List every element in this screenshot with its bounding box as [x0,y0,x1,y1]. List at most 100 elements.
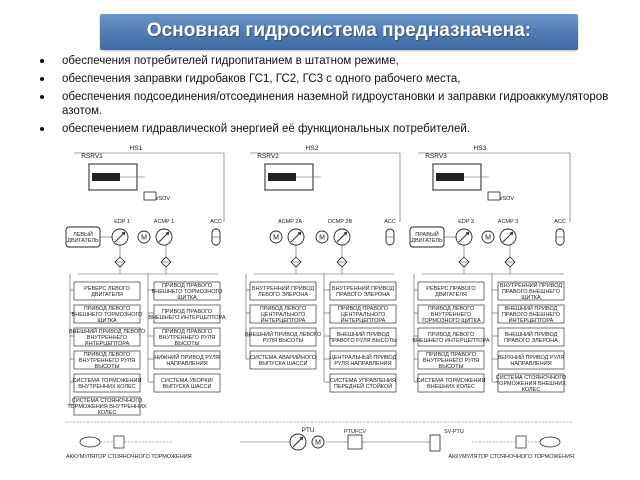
pump-a-3-icon-arrowhead [465,232,469,236]
ptu-motor-icon-letter: M [315,440,321,447]
svptu-valve-icon [429,434,441,452]
park-acc-right-icon [539,436,561,448]
pump-a-1-icon-arrowhead [121,232,125,236]
hs2-consumer-right-5-frame [329,373,397,393]
hs1-consumer-left-6-frame [73,396,141,416]
rsrv3-label: RSRV3 [425,153,447,160]
motor-3-icon [481,230,495,244]
pump-a-1-label: EDP 1 [114,219,130,225]
pump-b-1-icon-arrowhead [165,232,169,236]
park-acc-right-label: АККУМУЛЯТОР СТОЯНОЧНОГО ТОРМОЖЕНИЯ [448,454,574,460]
acc-3-label: ACC [554,219,566,225]
ptufcv-label: PTUFCV [344,429,366,435]
rsrv1-label: RSRV1 [81,153,103,160]
ptu-motor-icon [311,435,325,449]
hs1-label: HS1 [130,145,143,152]
pump-b-3-icon-arrowhead [509,232,513,236]
hs3-consumer-right-2-frame [497,304,565,324]
hs2-consumer-right-2-frame [329,304,397,324]
bullet-item: обеспечения заправки гидробаков ГС1, ГС2… [40,72,610,86]
pump-b-2-label: DCMP 2B [328,219,353,225]
hs1-consumer-left-1-frame [73,281,141,301]
hs2-consumer-right-4-frame [329,350,397,370]
motor-2a-icon [269,230,283,244]
bullet-dot-icon [40,127,44,131]
park-check-right-icon [515,435,527,449]
bullet-text: обеспечения потребителей гидропитанием в… [62,55,399,67]
fwsov3-valve-icon [487,191,501,201]
pump-b-3-label: ACMP 3 [498,219,518,225]
hs2-consumer-left-1-frame [249,281,317,301]
hs3-consumer-right-3-frame [497,327,565,347]
hs2-consumer-right-3-frame [329,327,397,347]
park-acc-left-label: АККУМУЛЯТОР СТОЯНОЧНОГО ТОРМОЖЕНИЯ [66,454,192,460]
hs2-consumer-left-2-frame [249,304,317,324]
pump-b-1-label: ACMP 1 [154,219,174,225]
acc-2-label: ACC [384,219,396,225]
hs1-consumer-left-2-frame [73,304,141,324]
park-check-left-icon [113,435,125,449]
ptu-label: PTU [302,427,315,434]
svptu-label: SV-PTU [444,429,464,435]
hs1-consumer-left-4-frame [73,350,141,370]
hs1-consumer-left-5-frame [73,373,141,393]
motor-2a-icon-letter: M [273,235,279,242]
hs3-consumer-left-5-frame [417,373,485,393]
motor-1-icon-letter: M [141,235,147,242]
bullet-text: обеспечения подсоединения/отсоединения н… [62,91,609,117]
hs1-consumer-left-3-frame [73,327,141,347]
bullet-item: обеспечением гидравлической энергией её … [40,122,610,136]
fwsov3-label: FWSOV [494,196,514,202]
motor-2b-icon [315,230,329,244]
hs3-consumer-left-4-frame [417,350,485,370]
hs2-consumer-left-3-frame [249,327,317,347]
hs1-consumer-right-4-frame [153,350,221,370]
hs3-consumer-left-1-frame [417,281,485,301]
park-acc-left-icon [79,436,101,448]
ptu-pump-icon-arrowhead [299,437,303,441]
bullet-item: обеспечения подсоединения/отсоединения н… [40,90,610,118]
hs1-consumer-right-5: СИСТЕМА УБОРКИ/ВЫПУСКА ШАССИ [161,378,214,390]
hs1-consumer-right-5-frame [153,373,221,393]
hs2-label: HS2 [306,145,319,152]
acc-1-label: ACC [210,219,222,225]
fwsov1-valve-icon [143,191,157,201]
motor-2b-icon-letter: M [319,235,325,242]
hs2-consumer-left-4-frame [249,350,317,370]
bullet-dot-icon [40,77,44,81]
ptufcv-valve-icon [347,434,363,450]
motor-3-icon-letter: M [485,235,491,242]
bullet-dot-icon [40,95,44,99]
hs3-consumer-right-1-frame [497,281,565,301]
hs1-consumer-right-3-frame [153,327,221,347]
hs3-consumer-right-5-frame [497,373,565,393]
hs1-consumer-right-1-frame [153,281,221,301]
reservoir-2-icon-piston [268,173,296,181]
pump-a-2-label: ACMP 2A [278,219,302,225]
bullet-text: обеспечением гидравлической энергией её … [62,123,471,135]
bullet-list: обеспечения потребителей гидропитанием в… [40,54,610,140]
